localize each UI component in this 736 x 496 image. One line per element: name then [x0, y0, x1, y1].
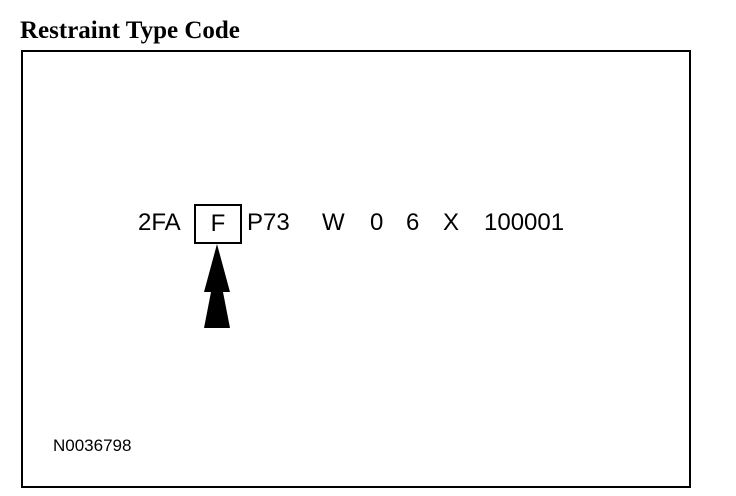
vin-plant: X: [443, 209, 460, 236]
figure-id: N0036798: [53, 436, 132, 455]
diagram-title: Restraint Type Code: [20, 17, 240, 44]
vin-restraint-code: F: [210, 210, 226, 237]
up-arrow-icon: [204, 244, 230, 328]
restraint-code-box: F: [194, 204, 242, 244]
vin-model: P73: [247, 209, 290, 236]
vin-serial: 100001: [484, 209, 565, 236]
diagram-frame: [21, 50, 691, 488]
vin-check-digit: 0: [370, 209, 384, 236]
vin-year: 6: [406, 209, 420, 236]
vin-prefix: 2FA: [138, 209, 181, 236]
vin-body: W: [322, 209, 345, 236]
